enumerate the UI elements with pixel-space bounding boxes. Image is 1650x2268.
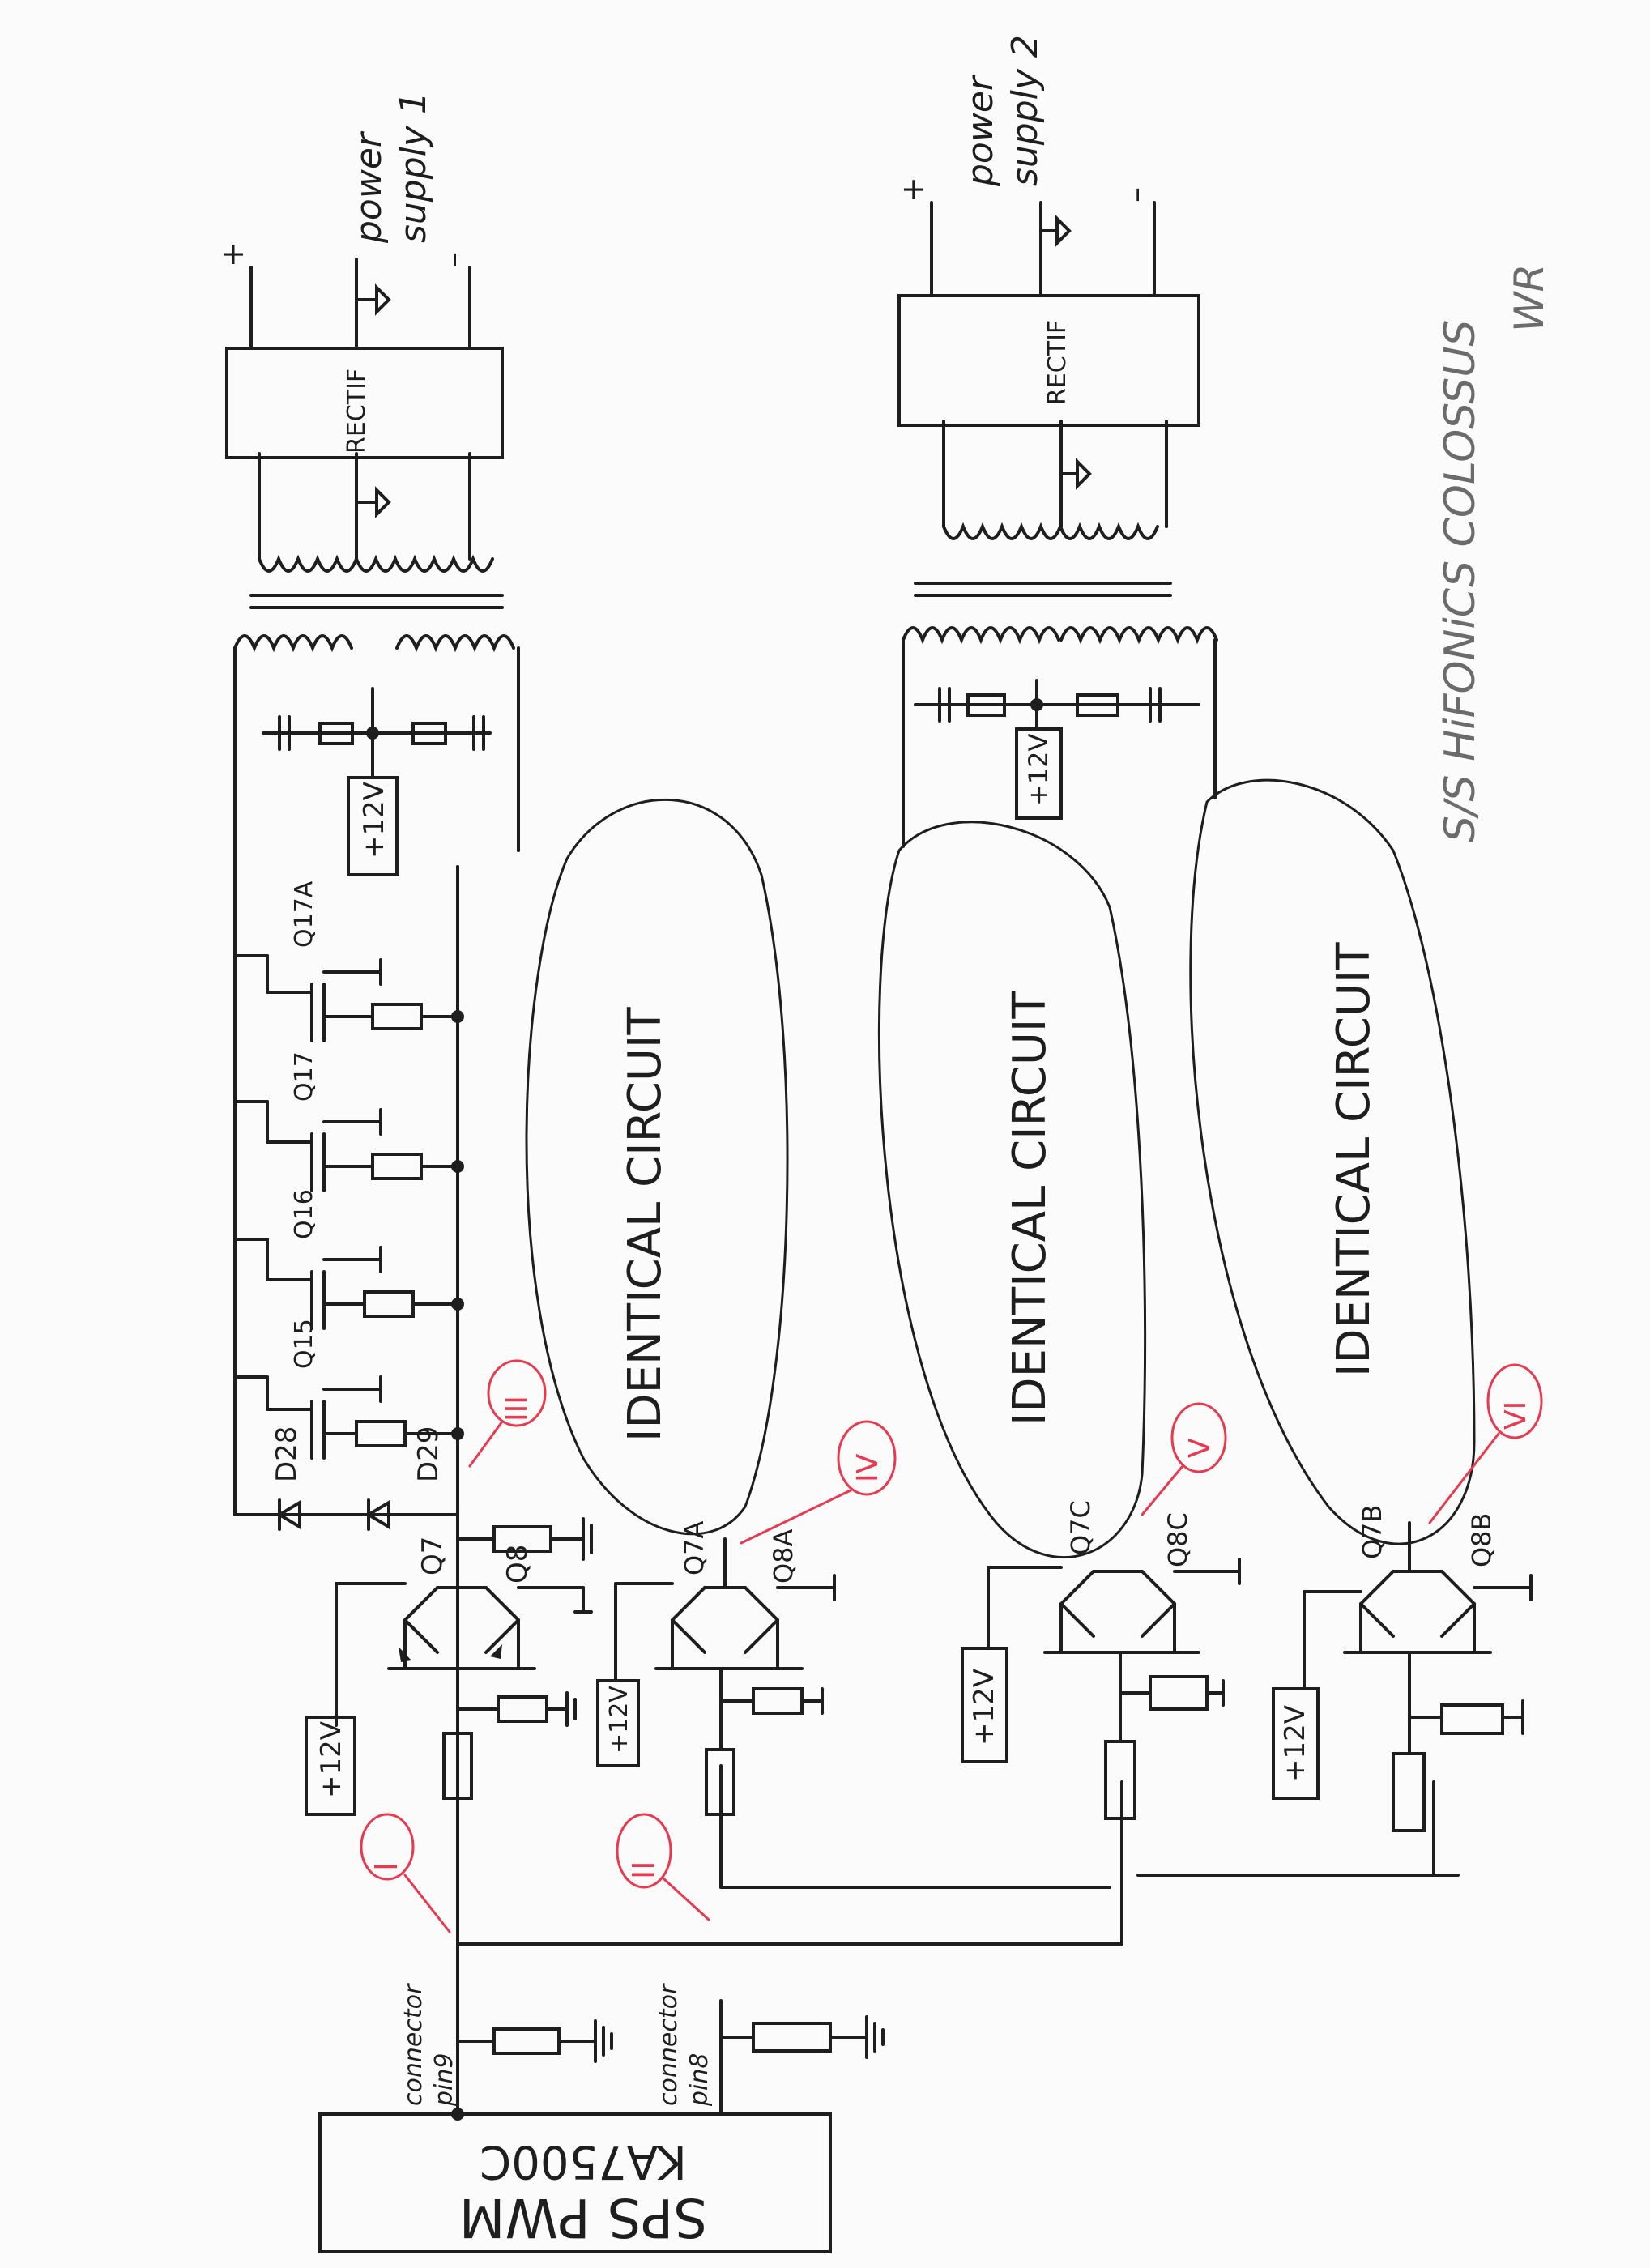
q8-label: Q8 [501,1545,534,1584]
schematic-title: S/S HiFONiCS COLOSSUS [1436,320,1485,842]
connector-pin8-pin: pin8 [685,2053,714,2107]
q7a-label: Q7A [679,1520,710,1575]
supply-tag-driver-b: +12V [1272,1687,1320,1800]
q8a-label: Q8A [768,1528,799,1584]
identical-circuit-label-3: IDENTICAL CIRCUIT [1328,942,1380,1377]
supply-tag-xfmr2: +12V [1015,727,1063,820]
driver-stage-b [1303,1521,1533,1832]
supply-tag-driver-c: +12V [961,1647,1008,1763]
identical-circuit-cloud-2 [878,821,1147,1558]
test-point-v: V [1183,1438,1217,1458]
ps1-minus: – [435,252,471,267]
q8b-label: Q8B [1466,1513,1497,1568]
svg-text:+12V: +12V [605,1686,633,1754]
driver-stage-a [614,1537,836,1816]
supply-tag-stage1: +12V [305,1716,356,1816]
test-point-iii: III [501,1396,534,1422]
supply-tag-xfmr1: +12V [347,776,399,876]
ps1-label-line2: supply 1 [393,92,434,243]
q17a-label: Q17A [290,880,318,948]
ps2-label-line2: supply 2 [1004,35,1046,186]
d29-label: D29 [412,1426,445,1482]
ps1-label-line1: power [348,130,390,244]
identical-circuit-label-2: IDENTICAL CIRCUIT [1004,991,1056,1426]
pwm-controller [318,2112,832,2253]
driver-stage-c [987,1558,1241,1820]
test-point-iv: IV [851,1453,885,1482]
identical-circuit-cloud-1 [525,799,789,1536]
ic-part: KA7500C [480,2135,687,2188]
connector-pin9-label: connector [399,1983,428,2106]
q16-label: Q16 [290,1189,318,1239]
ic-name: SPS PWM [459,2186,708,2249]
q15-label: Q15 [290,1319,318,1369]
identical-circuit-label-1: IDENTICAL CIRCUIT [619,1007,672,1442]
transformer-2 [897,201,1218,848]
input-wiring [451,865,1460,2121]
svg-text:+12V: +12V [1279,1705,1311,1782]
mosfet-bank [233,646,464,1460]
ps2-label-line1: power [960,74,1001,187]
connector-pin9-pin: pin9 [430,2053,458,2107]
rectifier-2-label: RECTIF [1043,320,1072,405]
q7-label: Q7 [416,1537,449,1575]
test-point-markers [360,1359,1543,1933]
svg-text:+12V: +12V [1023,733,1054,806]
identical-circuit-cloud-3 [1189,778,1476,1545]
q17-label: Q17 [290,1051,318,1102]
test-point-vi: VI [1499,1401,1533,1430]
supply-tag-driver-a: +12V [596,1679,640,1767]
svg-text:+12V: +12V [315,1721,347,1798]
q8c-label: Q8C [1162,1512,1193,1567]
test-point-i: I [369,1862,404,1871]
d28-label: D28 [271,1426,303,1482]
rectifier-1-label: RECTIF [343,369,371,454]
ps2-minus: – [1118,187,1153,202]
svg-text:+12V: +12V [968,1669,1000,1746]
driver-stage-1 [233,646,593,1800]
transformer-1-primary [233,594,520,852]
q7b-label: Q7B [1357,1505,1388,1560]
svg-text:+12V: +12V [358,782,390,859]
q7c-label: Q7C [1065,1500,1096,1555]
ps1-plus: + [215,241,250,267]
connector-pin8-label: connector [654,1983,683,2106]
ps2-plus: + [895,177,931,202]
test-point-ii: II [626,1861,662,1879]
power-supply-1 [225,258,504,573]
signature: WR [1506,264,1553,332]
